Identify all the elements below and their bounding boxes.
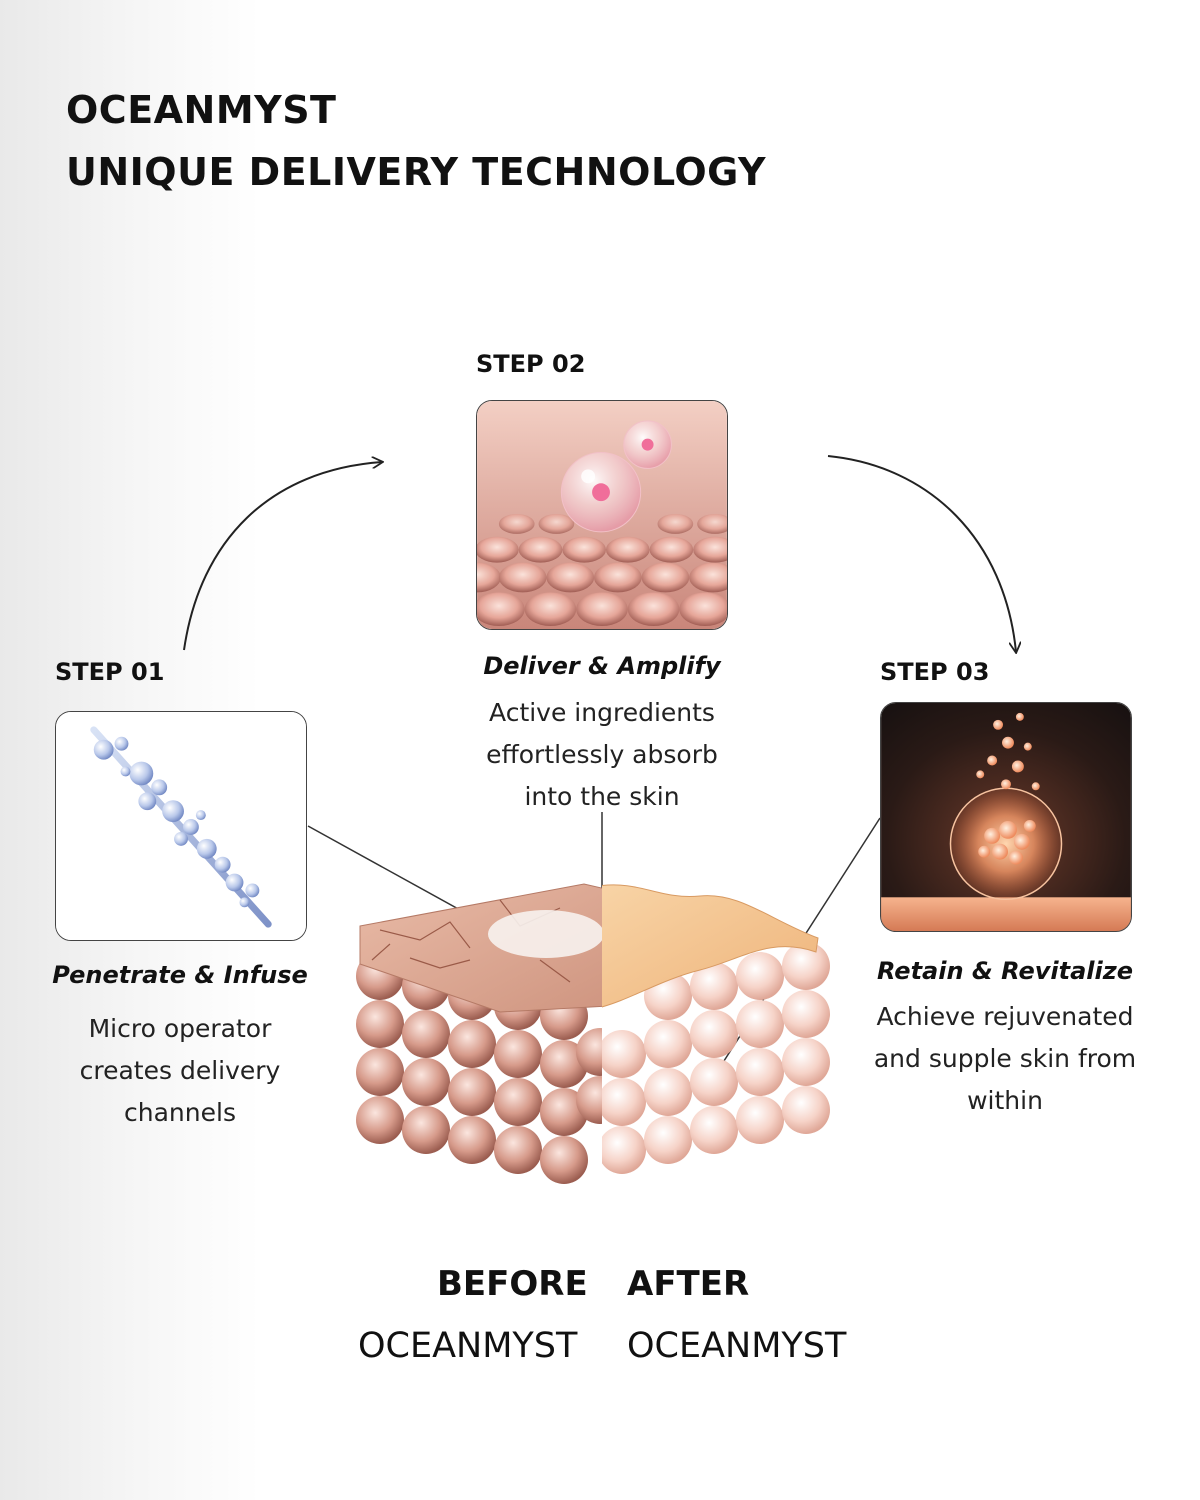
step-03-description: Achieve rejuvenated and supple skin from… [845,996,1165,1122]
step-03-description-line: and supple skin from [873,1044,1137,1073]
step-02-description: Active ingredients effortlessly absorb i… [442,692,762,818]
step-01-image [55,711,307,941]
step-03-title: Retain & Revitalize [877,957,1133,985]
step-02-image [476,400,728,630]
step-02-description-line: effortlessly absorb [486,740,718,769]
step-01-description-line: Micro operator [88,1014,272,1043]
arrow-step1-to-step2 [183,462,382,651]
before-brand: OCEANMYST [358,1326,578,1366]
after-label: AFTER [627,1264,750,1304]
step-03-description-line: Achieve rejuvenated [876,1002,1134,1031]
micro-needle-illustration [56,712,306,940]
leader-line-step1 [307,825,501,933]
skin-before-side [356,883,602,1184]
step-02-title: Deliver & Amplify [483,652,721,680]
before-label: BEFORE [437,1264,588,1304]
headline: UNIQUE DELIVERY TECHNOLOGY [66,150,767,194]
step-03-label: STEP 03 [880,658,990,686]
arrow-step2-to-step3 [827,455,1016,652]
brand-title: OCEANMYST [66,88,337,132]
step-03-image [880,702,1132,932]
step-01-description-line: channels [124,1098,236,1127]
step-02-description-line: Active ingredients [489,698,715,727]
step-03-description-line: within [967,1086,1043,1115]
cell-bubble-illustration [477,401,727,629]
step-02-description-line: into the skin [524,782,680,811]
step-01-title: Penetrate & Infuse [52,961,308,989]
step-01-label: STEP 01 [55,658,165,686]
step-01-description-line: creates delivery [79,1056,281,1085]
step-01-description: Micro operator creates delivery channels [20,1008,340,1134]
step-02-label: STEP 02 [476,350,586,378]
skin-after-side [602,884,830,1174]
glowing-sphere-illustration [881,703,1131,931]
after-brand: OCEANMYST [627,1326,847,1366]
